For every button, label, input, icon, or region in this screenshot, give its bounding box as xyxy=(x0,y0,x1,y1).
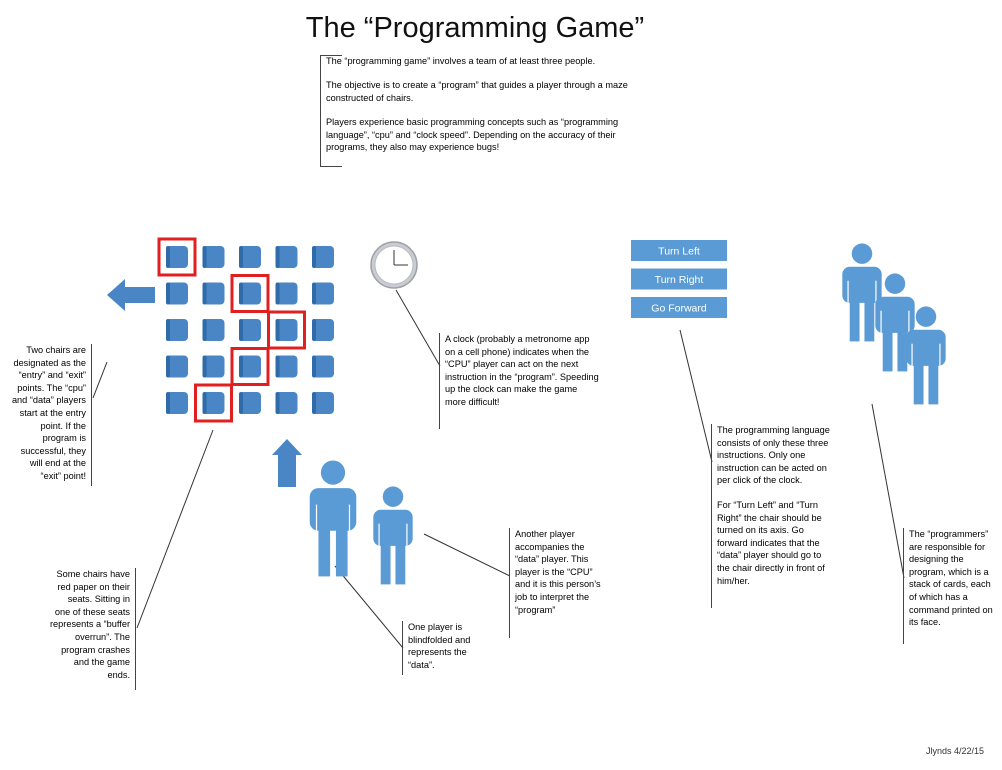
leader-line-language xyxy=(679,329,713,463)
chair-icon xyxy=(166,246,188,268)
callout-entry-exit-text: Two chairs are designated as the “entry”… xyxy=(11,345,86,481)
chair-icon xyxy=(166,319,188,341)
person-icon-cpu-player xyxy=(373,486,413,585)
bracket-top xyxy=(320,55,342,56)
red-paper-highlight xyxy=(267,310,306,350)
callout-data-player: One player is blindfolded and represents… xyxy=(402,621,490,675)
chair-icon xyxy=(275,355,298,378)
instruction-label: Go Forward xyxy=(651,303,707,315)
chair-icon xyxy=(275,319,298,341)
callout-entry-exit: Two chairs are designated as the “entry”… xyxy=(8,344,92,486)
chair-icon xyxy=(202,392,225,414)
chair-icon xyxy=(166,355,188,378)
signature: Jlynds 4/22/15 xyxy=(925,746,984,756)
chair-icon xyxy=(312,319,334,341)
bracket-bottom xyxy=(320,166,342,167)
chair-icon xyxy=(166,392,188,414)
left-arrow-icon xyxy=(107,279,155,311)
callout-clock-text: A clock (probably a metronome app on a c… xyxy=(445,334,599,407)
person-icon-programmer-1 xyxy=(842,243,882,342)
instruction-card[interactable]: Go Forward xyxy=(631,297,727,318)
instruction-label: Turn Left xyxy=(658,246,700,258)
intro-paragraph-3: Players experience basic programming con… xyxy=(326,117,619,153)
red-paper-highlight xyxy=(194,383,233,423)
callout-cpu-player-text: Another player accompanies the “data” pl… xyxy=(515,529,601,615)
red-paper-highlight xyxy=(157,237,197,277)
chair-icon xyxy=(202,355,225,378)
callout-programmers-text: The “programmers” are responsible for de… xyxy=(909,529,993,628)
person-icon-programmer-3 xyxy=(906,306,946,405)
intro-paragraph-1: The “programming game” involves a team o… xyxy=(326,56,596,66)
up-arrow-icon xyxy=(272,439,302,487)
red-paper-highlight xyxy=(230,347,270,386)
chair-icon xyxy=(239,319,261,341)
people-group xyxy=(309,243,946,585)
leader-line-red-paper xyxy=(136,429,214,629)
callout-red-paper-text: Some chairs have red paper on their seat… xyxy=(50,569,131,680)
leader-line-data xyxy=(334,565,404,649)
leader-line-clock xyxy=(395,289,441,367)
red-paper-highlight xyxy=(230,274,270,313)
chair-icon xyxy=(312,392,334,414)
callout-language-text-2: For “Turn Left” and “Turn Right” the cha… xyxy=(717,499,825,586)
chair-icon xyxy=(275,246,298,268)
chair-icon xyxy=(202,319,225,341)
chair-icon xyxy=(312,282,334,305)
callout-language-text-1: The programming language consists of onl… xyxy=(717,425,830,486)
chair-icon xyxy=(239,282,261,305)
chair-icon xyxy=(275,282,298,305)
chair-icon xyxy=(166,282,188,305)
chair-icon xyxy=(275,392,298,414)
clock-icon xyxy=(370,241,418,289)
callout-cpu-player: Another player accompanies the “data” pl… xyxy=(509,528,601,638)
person-icon-data-player xyxy=(309,460,357,577)
callout-language: The programming language consists of onl… xyxy=(711,424,833,608)
callout-programmers: The “programmers” are responsible for de… xyxy=(903,528,997,644)
leader-line-entry xyxy=(92,361,108,399)
chair-icon xyxy=(202,282,225,305)
intro-paragraph-2: The objective is to create a “program” t… xyxy=(326,80,628,103)
chair-icon xyxy=(239,355,261,378)
callout-data-player-text: One player is blindfolded and represents… xyxy=(408,622,471,670)
chair-icon xyxy=(202,246,225,268)
leader-line-cpu xyxy=(423,533,511,577)
chair-icon xyxy=(239,246,261,268)
chair-maze xyxy=(157,237,334,423)
callout-clock: A clock (probably a metronome app on a c… xyxy=(439,333,599,429)
chair-icon xyxy=(312,355,334,378)
intro-text: The “programming game” involves a team o… xyxy=(320,55,650,167)
instruction-label: Turn Right xyxy=(655,274,704,286)
page-title: The “Programming Game” xyxy=(305,12,645,44)
leader-line-programmers xyxy=(871,403,905,579)
leader-lines xyxy=(92,289,905,649)
chair-icon xyxy=(312,246,334,268)
callout-red-paper: Some chairs have red paper on their seat… xyxy=(50,568,136,690)
chair-icon xyxy=(239,392,261,414)
instruction-card[interactable]: Turn Right xyxy=(631,268,727,290)
person-icon-programmer-2 xyxy=(875,273,915,372)
instruction-card[interactable]: Turn Left xyxy=(631,240,727,261)
